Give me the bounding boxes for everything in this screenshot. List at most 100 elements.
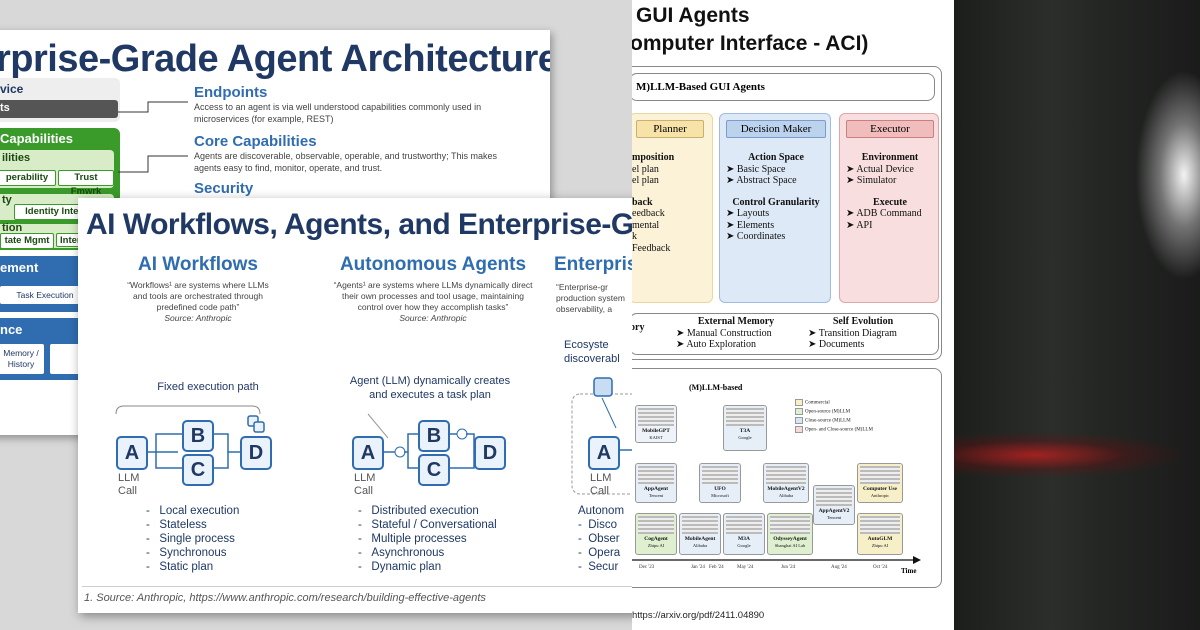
planner-item: el plan <box>632 175 659 186</box>
legend-swatch <box>795 417 803 424</box>
planner-item: mental <box>632 219 660 231</box>
bullet: - Synchronous <box>146 547 227 559</box>
external-memory-group: External Memory ➤ Manual Construction ➤ … <box>676 316 796 351</box>
timeline-panel: (M)LLM-based Commercial Open-source (M)L… <box>632 368 942 588</box>
planner-item: k <box>632 231 637 242</box>
governance-heading: nce <box>0 322 23 337</box>
timeline-axis <box>632 556 921 564</box>
panel-title: M)LLM-Based GUI Agents <box>632 73 935 101</box>
node-d: D <box>474 436 506 470</box>
executor-item: ➤ API <box>846 219 873 231</box>
decision-group-heading: Action Space <box>748 152 804 163</box>
bullet: - Stateful / Conversational <box>358 519 497 531</box>
capabilities-heading: Capabilities <box>0 131 73 146</box>
ai-workflows-heading: AI Workflows <box>138 254 258 275</box>
executor-item: ➤ ADB Command <box>846 208 922 219</box>
node-a: A <box>116 436 148 470</box>
decision-group-heading: Control Granularity <box>732 196 820 208</box>
bullet: Autonom <box>578 505 625 517</box>
executor-group-heading: Environment <box>861 152 919 163</box>
node-a: A <box>588 436 620 470</box>
ai-workflows-source: Source: Anthropic <box>164 313 232 323</box>
llm-call-label: LLM Call <box>354 472 376 497</box>
timeline-title: (M)LLM-based <box>689 383 743 392</box>
bullet: - Multiple processes <box>358 533 467 545</box>
workflows-slide-title: AI Workflows, Agents, and Enterprise-Gra <box>86 208 638 241</box>
decision-item: ➤ Elements <box>726 219 775 231</box>
legend-swatch <box>795 399 803 406</box>
external-memory-heading: External Memory <box>697 316 775 327</box>
axis-tick: Feb '24 <box>709 565 724 570</box>
background-photo <box>954 0 1200 630</box>
planner-item: el plan <box>632 163 659 175</box>
security-heading: Security <box>194 180 254 197</box>
decision-maker-group: Action Space ➤ Basic Space ➤ Abstract Sp… <box>726 152 826 243</box>
axis-tick: Aug '24 <box>831 565 847 570</box>
column-ai-workflows: AI Workflows “Workflows¹ are systems whe… <box>78 254 318 324</box>
enterprise-flow-label: Ecosyste discoverabl <box>564 339 620 365</box>
axis-tick: Dec '23 <box>639 565 655 570</box>
decision-item: ➤ Layouts <box>726 208 770 219</box>
footer-divider <box>82 586 634 587</box>
legend-swatch <box>795 426 803 433</box>
enterprise-heading: Enterpris <box>554 254 638 275</box>
ai-workflows-desc: “Workflows¹ are systems where LLMs and t… <box>127 280 269 312</box>
node-d: D <box>240 436 272 470</box>
autonomous-agents-heading: Autonomous Agents <box>339 254 527 275</box>
memory-history-pill: Memory / History <box>0 344 44 374</box>
planner-group-heading: back <box>632 196 653 208</box>
executor-heading: Executor <box>846 120 934 138</box>
node-c: C <box>182 454 214 486</box>
bullet: - Secur <box>578 561 619 573</box>
llm-call-label: LLM Call <box>118 472 140 497</box>
device-heading: vice <box>0 82 24 96</box>
bullet: - Single process <box>146 533 235 545</box>
architecture-slide-title: rprise-Grade Agent Architecture <box>0 38 550 80</box>
memory-item: ➤ Manual Construction <box>676 327 772 339</box>
executor-group-heading: Execute <box>873 196 907 208</box>
paper-page: GUI Agents omputer Interface - ACI) M)LL… <box>632 0 954 630</box>
column-autonomous-agents: Autonomous Agents “Agents¹ are systems w… <box>328 254 538 324</box>
bullet: - Opera <box>578 547 621 559</box>
self-evolution-heading: Self Evolution <box>832 316 894 327</box>
planner-heading: Planner <box>636 120 704 138</box>
node-b: B <box>418 420 450 452</box>
decision-maker-heading: Decision Maker <box>726 120 826 138</box>
task-execution-pill: Task Execution <box>0 286 90 304</box>
autonomous-agents-bullets: - Distributed execution - Stateful / Con… <box>358 504 497 574</box>
decision-item: ➤ Coordinates <box>726 231 786 242</box>
state-management-pill: tate Mgmt <box>0 233 54 249</box>
source-footnote: 1. Source: Anthropic, https://www.anthro… <box>84 592 486 604</box>
llm-call-label: LLM Call <box>590 472 612 497</box>
planner-item: Feedback <box>632 242 671 254</box>
ai-workflows-bullets: - Local execution - Stateless - Single p… <box>146 504 239 574</box>
legend-open-close-source: Open- and Close-source (M)LLM <box>795 426 873 433</box>
axis-tick: Jan '24 <box>691 565 705 570</box>
taxonomy-panel: M)LLM-Based GUI Agents Planner mposition… <box>632 66 942 360</box>
executor-item: ➤ Simulator <box>846 175 897 186</box>
autonomous-agents-desc: “Agents¹ are systems where LLMs dynamica… <box>333 280 533 312</box>
paper-url: https://arxiv.org/pdf/2411.04890 <box>632 610 765 621</box>
capabilities-subgroup-heading: ilities <box>2 152 31 164</box>
paper-title-line1: GUI Agents <box>636 4 750 27</box>
legend-swatch <box>795 408 803 415</box>
bullet: - Distributed execution <box>358 505 479 517</box>
memory-heading: ory <box>632 322 645 333</box>
memory-item: ➤ Auto Exploration <box>676 339 757 350</box>
paper-title-line2: omputer Interface - ACI) <box>632 32 869 55</box>
self-evolution-group: Self Evolution ➤ Transition Diagram ➤ Do… <box>808 316 918 351</box>
workflows-slide: AI Workflows, Agents, and Enterprise-Gra… <box>78 198 638 613</box>
security-subgroup-heading: ty <box>2 194 12 206</box>
decision-item: ➤ Abstract Space <box>726 175 797 186</box>
autonomous-agents-flow-label: Agent (LLM) dynamically creates and exec… <box>349 375 511 401</box>
node-b: B <box>182 420 214 452</box>
executor-group: Environment ➤ Actual Device ➤ Simulator … <box>846 152 934 231</box>
autonomous-agents-source: Source: Anthropic <box>399 313 467 323</box>
trust-framework-pill: Trust Fmwrk <box>58 170 114 197</box>
core-capabilities-heading: Core Capabilities <box>194 133 317 150</box>
